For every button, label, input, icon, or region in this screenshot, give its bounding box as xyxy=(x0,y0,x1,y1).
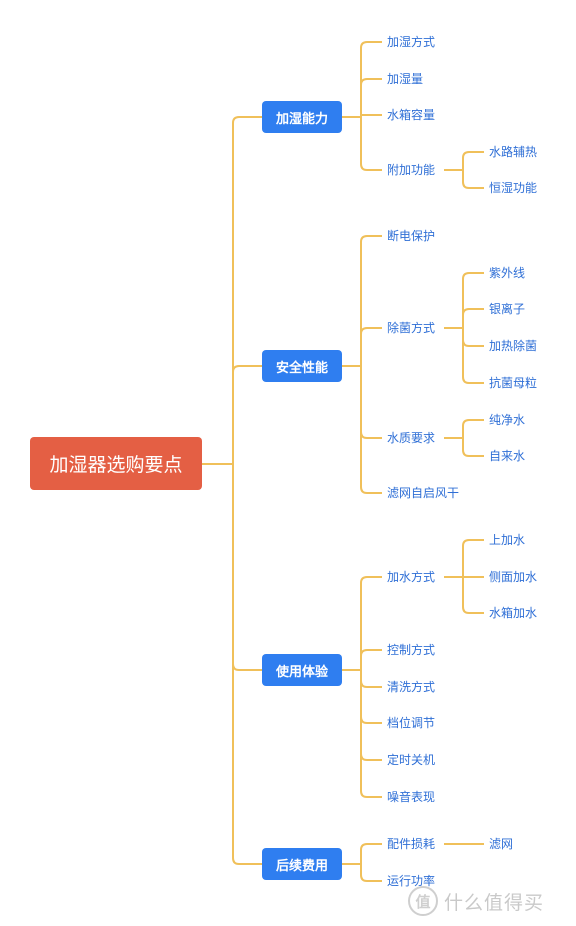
category-humidify[interactable]: 加湿能力 xyxy=(262,101,342,133)
category-safety[interactable]: 安全性能 xyxy=(262,350,342,382)
leaf-filter-auto-dry[interactable]: 滤网自启风干 xyxy=(387,486,460,500)
leaf-silver-ion[interactable]: 银离子 xyxy=(489,302,526,316)
connector-water xyxy=(444,419,484,457)
leaf-extra-functions[interactable]: 附加功能 xyxy=(387,163,436,177)
leaf-sterilize-mode[interactable]: 除菌方式 xyxy=(387,321,436,335)
category-experience[interactable]: 使用体验 xyxy=(262,654,342,686)
leaf-water-heating[interactable]: 水路辅热 xyxy=(489,145,538,159)
connector-safety xyxy=(342,235,382,494)
leaf-parts-wear[interactable]: 配件损耗 xyxy=(387,837,436,851)
leaf-control-mode[interactable]: 控制方式 xyxy=(387,643,436,657)
watermark-logo: 值 xyxy=(408,886,438,916)
leaf-cleaning-mode[interactable]: 清洗方式 xyxy=(387,680,436,694)
connector-sterilize xyxy=(444,272,484,384)
leaf-pure-water[interactable]: 纯净水 xyxy=(489,413,526,427)
leaf-side-fill[interactable]: 侧面加水 xyxy=(489,570,538,584)
connector-extra xyxy=(444,151,484,189)
connector-experience xyxy=(342,576,382,798)
leaf-uv[interactable]: 紫外线 xyxy=(489,266,526,280)
leaf-humidify-mode[interactable]: 加湿方式 xyxy=(387,35,436,49)
leaf-gear-adjust[interactable]: 档位调节 xyxy=(387,716,436,730)
leaf-tap-water[interactable]: 自来水 xyxy=(489,449,526,463)
leaf-timer-off[interactable]: 定时关机 xyxy=(387,753,436,767)
category-cost[interactable]: 后续费用 xyxy=(262,848,342,880)
connector-fill xyxy=(444,539,484,614)
leaf-constant-humidity[interactable]: 恒湿功能 xyxy=(489,181,538,195)
leaf-noise[interactable]: 噪音表现 xyxy=(387,790,436,804)
leaf-running-power[interactable]: 运行功率 xyxy=(387,874,436,888)
watermark-text: 什么值得买 xyxy=(444,891,545,914)
root-topic[interactable]: 加湿器选购要点 xyxy=(30,437,202,490)
leaf-power-off-protection[interactable]: 断电保护 xyxy=(387,229,436,243)
connector-root xyxy=(202,116,262,865)
leaf-tank-fill[interactable]: 水箱加水 xyxy=(489,606,538,620)
leaf-fill-mode[interactable]: 加水方式 xyxy=(387,570,436,584)
leaf-filter-mesh[interactable]: 滤网 xyxy=(489,837,514,851)
leaf-water-quality[interactable]: 水质要求 xyxy=(387,431,436,445)
leaf-humidify-amount[interactable]: 加湿量 xyxy=(387,72,424,86)
leaf-top-fill[interactable]: 上加水 xyxy=(489,533,526,547)
watermark: 值 什么值得买 xyxy=(408,882,568,920)
leaf-antibacterial-pellet[interactable]: 抗菌母粒 xyxy=(489,376,538,390)
connector-cost xyxy=(342,843,382,882)
leaf-tank-capacity[interactable]: 水箱容量 xyxy=(387,108,436,122)
leaf-heat-sterilize[interactable]: 加热除菌 xyxy=(489,339,538,353)
connector-humidify xyxy=(342,41,382,171)
